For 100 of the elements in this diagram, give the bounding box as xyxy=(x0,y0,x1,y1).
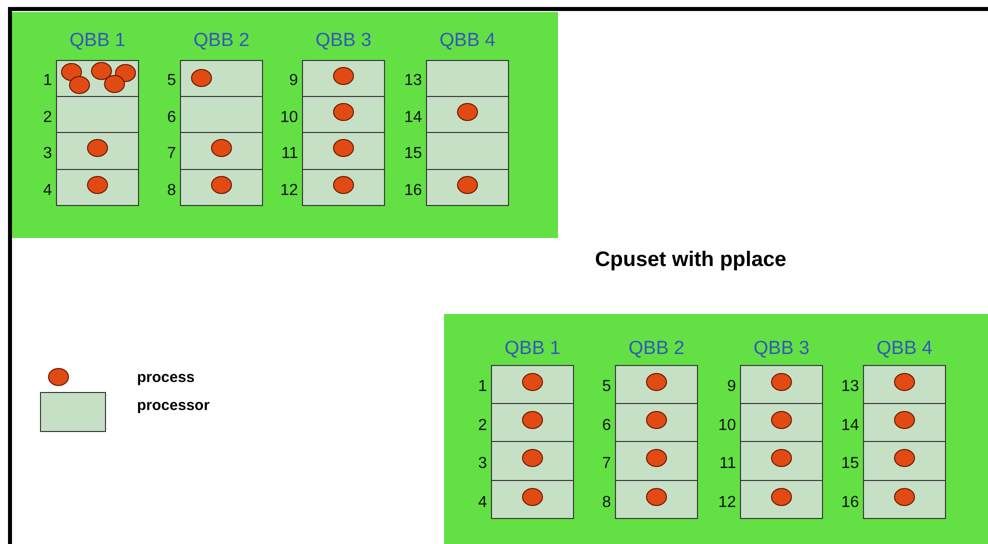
processor-number: 14 xyxy=(404,108,422,127)
processor-number: 8 xyxy=(602,494,611,512)
process-circle xyxy=(115,64,136,82)
processor-number: 6 xyxy=(167,108,176,127)
processor-box xyxy=(56,168,139,206)
processor-box xyxy=(491,402,574,442)
process-circle xyxy=(104,75,125,93)
processor-number: 2 xyxy=(43,108,52,127)
processor-box xyxy=(740,402,823,442)
qbb-heading: QBB 4 xyxy=(438,30,496,52)
processor-box xyxy=(180,168,263,206)
processor-number: 4 xyxy=(478,494,487,512)
process-circle xyxy=(87,139,108,158)
process-circle xyxy=(333,139,354,158)
processor-number: 6 xyxy=(602,416,611,435)
process-circle xyxy=(191,69,212,87)
process-circle xyxy=(333,176,354,194)
processor-box xyxy=(302,96,385,133)
qbb-heading: QBB 3 xyxy=(314,30,372,52)
process-circle xyxy=(91,62,112,80)
process-circle xyxy=(211,176,232,194)
process-circle xyxy=(333,102,354,121)
processor-box xyxy=(426,96,509,133)
process-circle xyxy=(894,373,915,392)
qbb-heading: QBB 1 xyxy=(504,338,562,360)
processor-box xyxy=(491,365,574,404)
processor-number: 2 xyxy=(478,416,487,435)
processor-box xyxy=(740,365,823,404)
processor-box xyxy=(740,441,823,480)
processor-number: 3 xyxy=(478,455,487,474)
process-circle xyxy=(522,488,543,506)
processor-box xyxy=(56,60,139,96)
process-circle xyxy=(771,488,792,506)
processor-number: 5 xyxy=(167,72,176,90)
processor-box xyxy=(615,402,698,442)
processor-box xyxy=(180,60,263,96)
panel-background xyxy=(444,314,988,544)
processor-box xyxy=(180,96,263,133)
process-circle xyxy=(646,410,667,429)
processor-box xyxy=(491,441,574,480)
processor-number: 11 xyxy=(281,145,298,164)
processor-number: 9 xyxy=(727,378,736,396)
process-circle xyxy=(771,373,792,392)
processor-box xyxy=(491,480,574,519)
processor-number: 9 xyxy=(289,72,298,90)
processor-box xyxy=(426,168,509,206)
process-circle xyxy=(522,373,543,392)
processor-box xyxy=(302,132,385,170)
process-circle xyxy=(457,102,478,121)
panel-background xyxy=(12,12,558,238)
processor-box xyxy=(615,480,698,519)
processor-box xyxy=(56,96,139,133)
processor-box xyxy=(426,60,509,96)
processor-number: 10 xyxy=(280,108,298,127)
processor-box xyxy=(302,60,385,96)
processor-number: 12 xyxy=(280,182,298,200)
processor-box xyxy=(863,480,946,519)
qbb-heading: QBB 2 xyxy=(192,30,250,52)
processor-box xyxy=(180,132,263,170)
process-circle xyxy=(211,139,232,158)
legend-label: processor xyxy=(137,397,210,414)
processor-box xyxy=(615,365,698,404)
process-circle xyxy=(894,488,915,506)
process-circle xyxy=(522,449,543,468)
process-circle xyxy=(771,449,792,468)
processor-number: 12 xyxy=(718,494,736,512)
processor-number: 4 xyxy=(43,182,52,200)
processor-box xyxy=(863,402,946,442)
processor-number: 1 xyxy=(478,378,487,396)
processor-box xyxy=(56,132,139,170)
process-circle xyxy=(646,373,667,392)
qbb-heading: QBB 4 xyxy=(876,338,934,360)
process-circle xyxy=(646,449,667,468)
processor-number: 8 xyxy=(167,182,176,200)
processor-number: 14 xyxy=(841,416,859,435)
process-circle xyxy=(771,410,792,429)
process-circle xyxy=(894,449,915,468)
process-circle xyxy=(333,67,354,86)
processor-number: 13 xyxy=(841,378,859,396)
process-circle xyxy=(646,488,667,506)
process-circle xyxy=(522,410,543,429)
process-circle xyxy=(457,176,478,194)
qbb-heading: QBB 2 xyxy=(628,338,686,360)
process-circle xyxy=(87,176,108,194)
processor-number: 16 xyxy=(841,494,859,512)
qbb-heading: QBB 3 xyxy=(752,338,810,360)
processor-number: 7 xyxy=(167,145,176,164)
processor-number: 11 xyxy=(719,455,736,474)
processor-number: 5 xyxy=(602,378,611,396)
qbb-heading: QBB 1 xyxy=(68,30,126,52)
process-circle xyxy=(894,410,915,429)
process-circle xyxy=(61,63,82,81)
processor-box xyxy=(863,441,946,480)
processor-box xyxy=(426,132,509,170)
processor-number: 1 xyxy=(43,72,52,90)
processor-number: 15 xyxy=(841,455,859,474)
processor-box xyxy=(302,168,385,206)
legend-label: process xyxy=(137,369,195,386)
processor-number: 10 xyxy=(718,416,736,435)
processor-number: 16 xyxy=(404,182,422,200)
